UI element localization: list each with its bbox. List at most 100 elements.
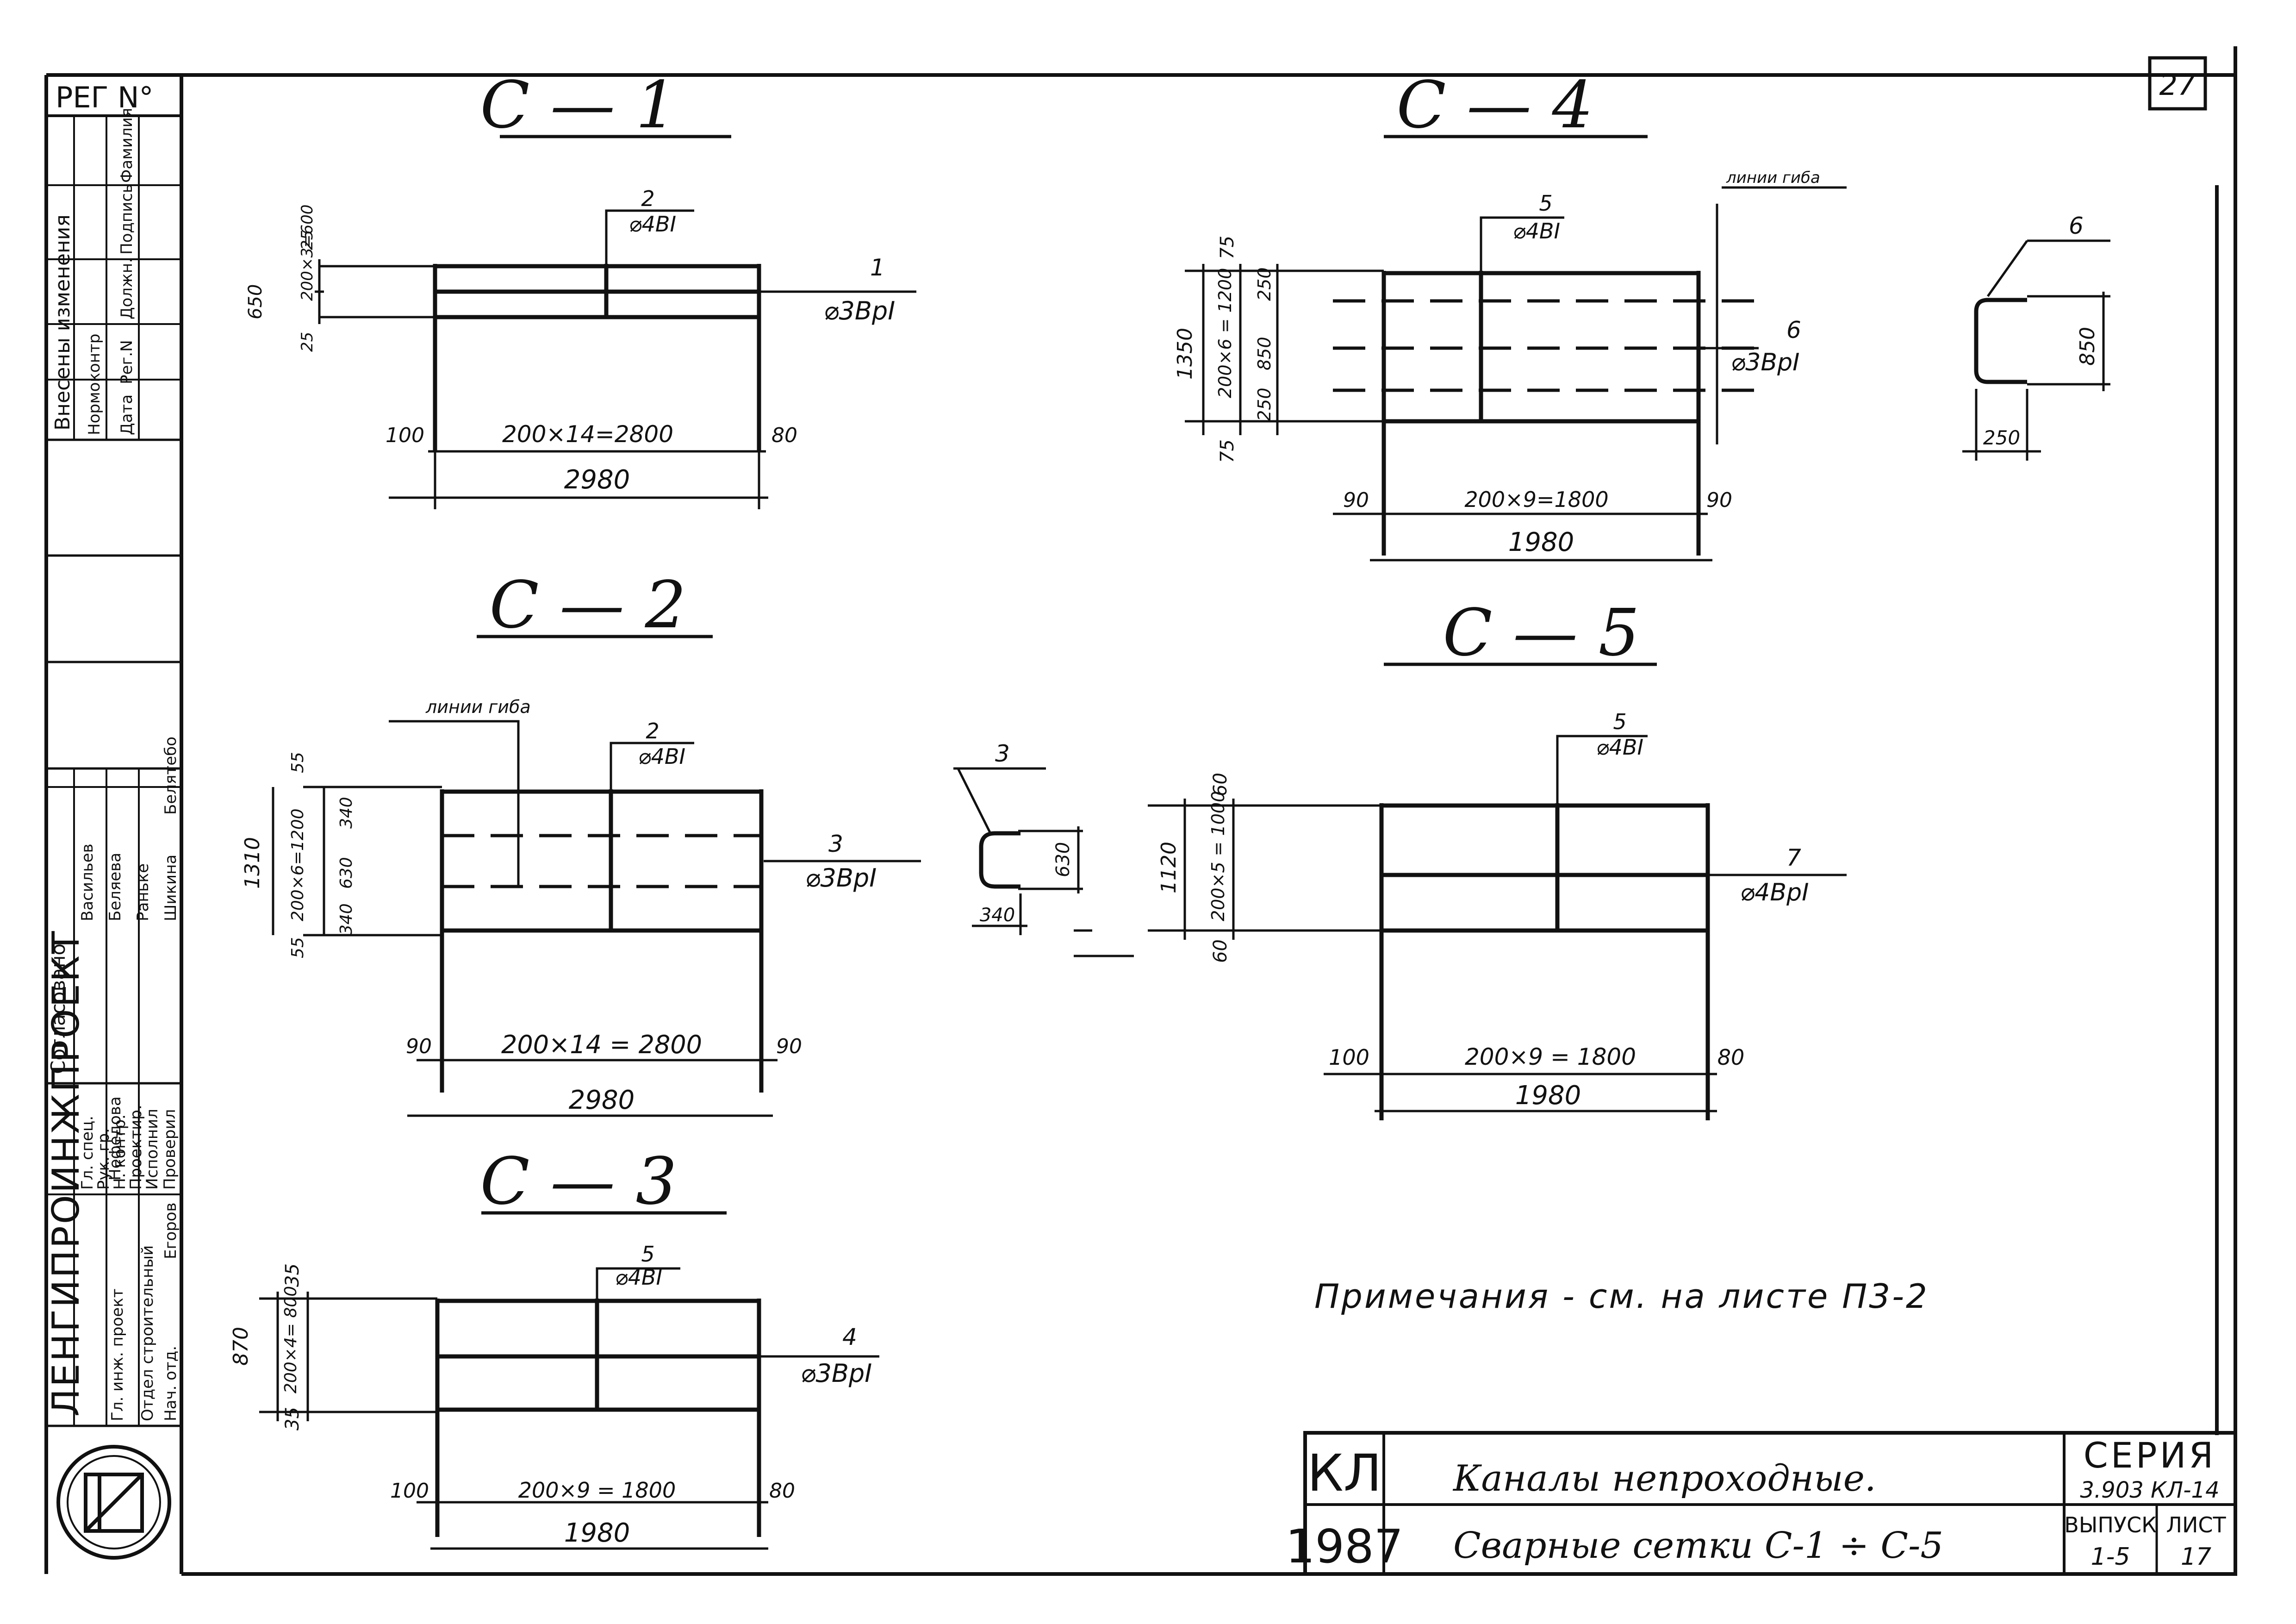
detail-3-pos: 3 xyxy=(995,740,1010,767)
c2-dim-left: 90 xyxy=(406,1035,432,1058)
sheet-frame xyxy=(44,46,2237,1576)
role-normocontrol: Н. контр. xyxy=(111,1114,129,1190)
c5-dim-right: 80 xyxy=(1717,1045,1745,1070)
changes-col-position: Должн. xyxy=(118,258,136,319)
c3-dim-span: 200×9 = 1800 xyxy=(518,1478,676,1503)
detail-3-h: 630 xyxy=(1052,842,1074,877)
c4-dim-span: 200×9=1800 xyxy=(1464,487,1608,512)
c2-seg3: 340 xyxy=(337,903,356,935)
role-designer: Проектир. xyxy=(127,1105,145,1190)
c5-h-top: 60 xyxy=(1210,773,1231,796)
changes-header: Внесены изменения xyxy=(51,214,75,431)
mesh-c2: С — 2 линии гиба 2 ⌀4ВI 3 ⌀3ВрI 1310 200… xyxy=(241,568,921,1117)
c1-dim-total: 2980 xyxy=(564,465,630,495)
agreed-name-1: Васильев xyxy=(78,843,97,921)
detail-6-pos: 6 xyxy=(2069,212,2084,239)
changes-col-normocontrol: Нормоконтр xyxy=(85,334,104,435)
c3-title: С — 3 xyxy=(480,1144,677,1219)
notes-reference: Примечания - см. на листе П3-2 xyxy=(1314,1277,1929,1316)
c4-bend-note: линии гиба xyxy=(1726,169,1820,187)
c3-h-total: 870 xyxy=(229,1327,253,1366)
c4-h-mid: 200×6 = 1200 xyxy=(1215,268,1235,398)
c4-dia-top: ⌀4ВI xyxy=(1513,219,1560,244)
c3-dia-top: ⌀4ВI xyxy=(615,1265,662,1290)
sheet-label: ЛИСТ xyxy=(2166,1512,2226,1537)
c1-h-top: 25 xyxy=(298,230,317,250)
c4-seg3: 250 xyxy=(1254,387,1275,421)
c5-h-total: 1120 xyxy=(1157,842,1181,893)
c4-seg2: 850 xyxy=(1254,337,1275,370)
c5-h-mid: 200×5 = 1000 xyxy=(1208,791,1228,921)
c1-dia-top: ⌀4ВI xyxy=(629,212,676,237)
c5-dim-total: 1980 xyxy=(1515,1081,1581,1111)
c4-dim-total: 1980 xyxy=(1508,527,1574,557)
role-checker: Проверил xyxy=(161,1109,179,1190)
c2-dim-total: 2980 xyxy=(569,1085,635,1115)
c2-seg1: 340 xyxy=(337,797,356,829)
c5-dia-side: ⌀4ВрI xyxy=(1740,879,1809,906)
c4-h-top: 75 xyxy=(1217,236,1238,259)
role-group-head: Рук. гр. xyxy=(94,1128,113,1190)
changes-col-reg: Рег.N xyxy=(118,340,136,384)
mesh-c1: С — 1 2 ⌀4ВI 1 ⌀3ВрI 650 200×3=600 25 25… xyxy=(245,68,916,509)
c3-pos-side: 4 xyxy=(842,1324,857,1350)
c1-pos-side: 1 xyxy=(870,254,885,281)
c2-seg2: 630 xyxy=(337,857,356,889)
c1-dim-span: 200×14=2800 xyxy=(502,421,673,448)
agreed-label: Согласовано xyxy=(47,943,69,1074)
c3-h-bot: 35 xyxy=(282,1407,303,1430)
detail-6-w: 250 xyxy=(1983,426,2020,449)
c3-h-top: 35 xyxy=(282,1263,303,1287)
c4-dim-right: 90 xyxy=(1706,488,1732,512)
c4-h-bot: 75 xyxy=(1217,439,1238,463)
detail-6: 6 850 250 xyxy=(1962,212,2110,461)
issue-value: 1-5 xyxy=(2091,1543,2130,1571)
sheet-value: 17 xyxy=(2181,1543,2211,1571)
role-chief-spec: Гл. спец. xyxy=(78,1116,97,1190)
c5-dim-left: 100 xyxy=(1329,1045,1369,1070)
changes-col-surname: Фамилия xyxy=(118,108,136,183)
c2-h-top: 55 xyxy=(288,752,307,773)
title-line-2: Сварные сетки С-1 ÷ С-5 xyxy=(1453,1525,1943,1567)
c2-h-mid: 200×6=1200 xyxy=(288,808,307,921)
c1-title: С — 1 xyxy=(480,68,677,143)
role-name-2: Егоров xyxy=(162,1202,180,1259)
issue-label: ВЫПУСК xyxy=(2064,1512,2157,1537)
c5-pos-side: 7 xyxy=(1786,844,1801,871)
c4-pos-side: 6 xyxy=(1786,317,1801,344)
c5-pos-top: 5 xyxy=(1613,709,1626,734)
mesh-c3: С — 3 5 ⌀4ВI 4 ⌀3ВрI 870 200×4= 800 35 3… xyxy=(229,1144,879,1550)
c1-h-total: 650 xyxy=(245,284,266,319)
detail-3: 3 630 340 xyxy=(953,740,1134,957)
agreed-name-4: Шикина xyxy=(162,855,180,921)
c2-dim-span: 200×14 = 2800 xyxy=(501,1030,702,1059)
c3-dim-left: 100 xyxy=(390,1479,429,1503)
c2-dia-side: ⌀3ВрI xyxy=(805,863,877,893)
organization-name: ЛЕНГИПРОИНЖПРОЕКТ xyxy=(44,929,87,1417)
series-value: 3.903 КЛ-14 xyxy=(2080,1477,2219,1503)
reg-number-label: РЕГ N° xyxy=(56,81,153,114)
c2-dia-top: ⌀4ВI xyxy=(638,744,685,769)
changes-col-date: Дата xyxy=(118,394,136,435)
c2-h-total: 1310 xyxy=(241,837,264,889)
c4-title: С — 4 xyxy=(1396,68,1593,143)
c3-pos-top: 5 xyxy=(641,1242,654,1267)
c2-bend-note: линии гиба xyxy=(425,697,531,717)
drawing-code: КЛ xyxy=(1307,1443,1382,1503)
c5-h-bot: 60 xyxy=(1210,939,1231,963)
c1-dim-right: 80 xyxy=(772,424,797,447)
side-stamp: РЕГ N° Внесены изменения Нормоконтр Дата… xyxy=(44,81,181,1560)
detail-3-w: 340 xyxy=(980,905,1015,926)
c2-h-bot: 55 xyxy=(288,937,307,958)
c2-dim-right: 90 xyxy=(776,1035,802,1058)
c4-dia-side: ⌀3ВрI xyxy=(1731,349,1799,376)
agreed-name-5: Белятебо xyxy=(162,737,180,815)
chief-engineer: Гл. инж. проект xyxy=(108,1288,127,1421)
series-label: СЕРИЯ xyxy=(2084,1435,2216,1476)
c4-dim-left: 90 xyxy=(1343,488,1369,512)
organization-logo xyxy=(56,1445,171,1560)
c5-dia-top: ⌀4ВI xyxy=(1596,735,1643,760)
role-executor: Исполнил xyxy=(143,1109,162,1190)
c1-pos-top: 2 xyxy=(641,186,654,211)
